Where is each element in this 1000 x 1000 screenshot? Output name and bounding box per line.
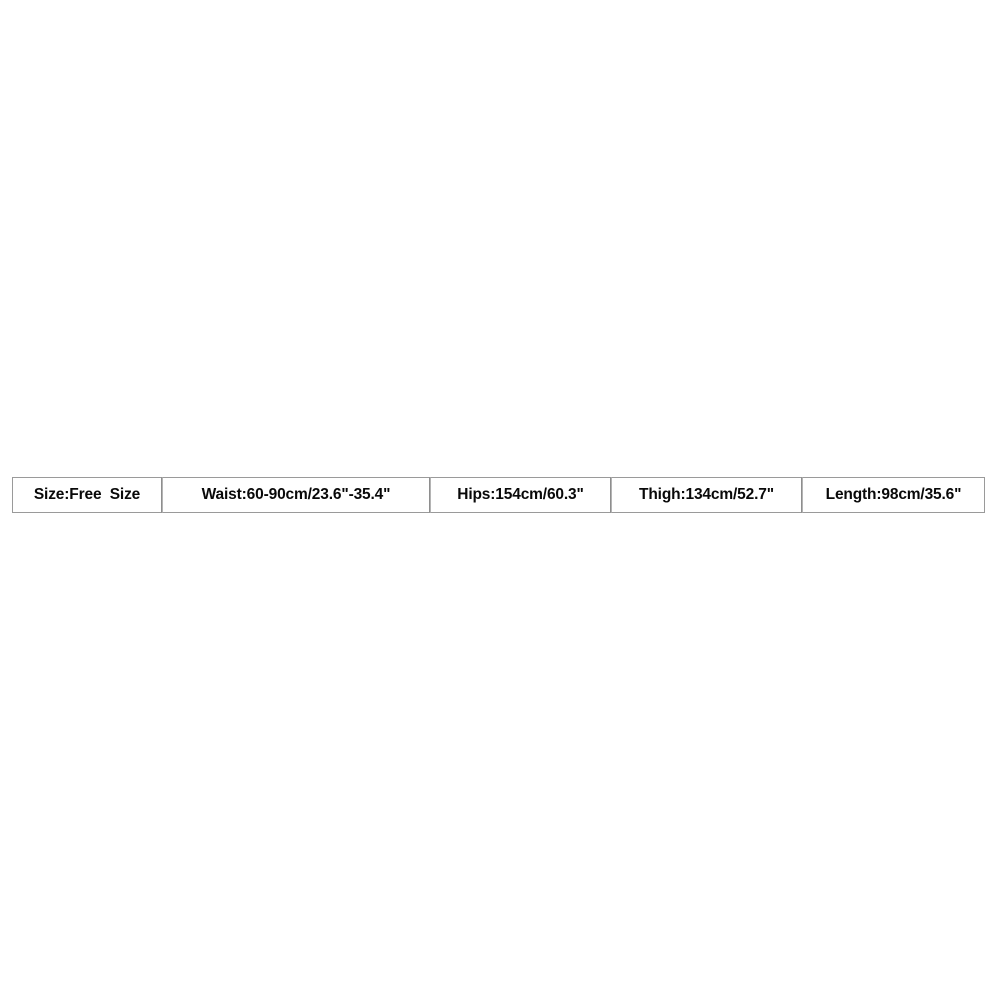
size-cell-thigh: Thigh:134cm/52.7" <box>611 477 802 513</box>
size-cell-waist: Waist:60-90cm/23.6"-35.4" <box>162 477 430 513</box>
table-row: Size:Free Size Waist:60-90cm/23.6"-35.4"… <box>12 477 985 513</box>
size-cell-hips: Hips:154cm/60.3" <box>430 477 611 513</box>
size-chart-body: Size:Free Size Waist:60-90cm/23.6"-35.4"… <box>12 477 985 513</box>
size-chart-table: Size:Free Size Waist:60-90cm/23.6"-35.4"… <box>12 477 985 513</box>
size-chart-container: Size:Free Size Waist:60-90cm/23.6"-35.4"… <box>12 477 985 513</box>
size-cell-size: Size:Free Size <box>12 477 162 513</box>
size-cell-length: Length:98cm/35.6" <box>802 477 985 513</box>
